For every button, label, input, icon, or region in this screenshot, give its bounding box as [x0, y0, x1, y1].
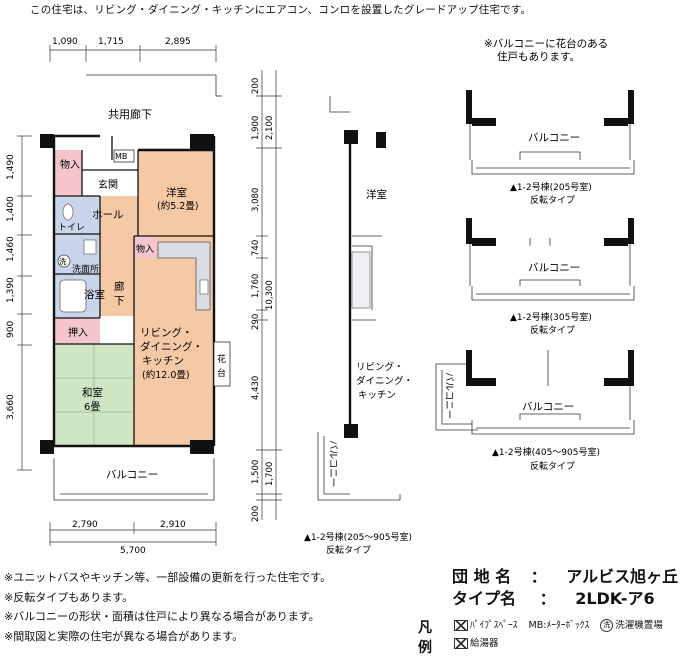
room-living-1: リビング・: [140, 326, 193, 339]
dim-right-9: 200: [251, 506, 261, 522]
type-name-label: タイプ名: [452, 589, 517, 608]
room-western: 洋室: [166, 186, 187, 199]
legend-row-1: ﾊﾟｲﾌﾟｽﾍﾟｰｽ MB:ﾒｰﾀｰﾎﾞｯｸｽ 洗洗濯機置場: [454, 617, 663, 632]
dim-right-col2-1: 2,100: [265, 116, 275, 140]
room-hallway-2: 下: [114, 295, 125, 307]
room-flower-1: 花: [217, 353, 226, 365]
note-4: ※間取図と実際の住宅が異なる場合があります。: [4, 629, 244, 643]
room-living-size: (約12.0畳): [142, 369, 190, 381]
variant-2-caption-1: ▲1-2号棟(305号室): [510, 311, 592, 323]
dim-left-4: 1,390: [6, 277, 16, 303]
room-western-size: (約5.2畳): [157, 200, 199, 212]
dim-right-8: 1,500: [251, 460, 261, 484]
legend-mb: MB:ﾒｰﾀｰﾎﾞｯｸｽ: [528, 620, 590, 631]
legend-wash: 洗濯機置場: [615, 620, 663, 631]
estate-name-sep: ：: [530, 567, 547, 586]
dim-right-6: 290: [251, 314, 261, 330]
room-storage-1: 物入: [60, 158, 80, 171]
section-caption-2: 反転タイプ: [326, 545, 371, 556]
room-washroom: 洗面所: [72, 263, 99, 275]
dim-right-5: 1,760: [251, 274, 261, 298]
room-japanese-size: 6畳: [84, 401, 100, 413]
variant-2-drawing: バルコニー ▲1-2号棟(305号室) 反転タイプ: [466, 218, 635, 336]
dim-top-1: 1,090: [52, 37, 78, 47]
pipe-space-icon: [454, 620, 468, 631]
variant-3-side: バルコニー: [443, 372, 454, 419]
balcony-note-2: 住戸もあります。: [497, 50, 580, 63]
variant-1-drawing: バルコニー ▲1-2号棟(205号室) 反転タイプ: [466, 90, 635, 206]
room-balcony: バルコニー: [106, 469, 158, 481]
dim-right-col2-2: 10,300: [265, 280, 275, 310]
room-toilet: トイレ: [58, 223, 85, 233]
dim-right-3: 3,080: [251, 188, 261, 212]
dim-right-col2-3: 1,700: [265, 462, 275, 486]
variant-1-balcony: バルコニー: [528, 132, 580, 144]
section-balcony: バルコニー: [327, 440, 338, 487]
room-closet: 押入: [68, 326, 88, 339]
section-living-1: リビング・: [356, 361, 404, 373]
notes: ※ユニットバスやキッチン等、一部設備の更新を行った住宅です。 ※反転タイプもあり…: [4, 568, 331, 646]
dim-left-5: 900: [6, 321, 16, 338]
variant-1-caption-1: ▲1-2号棟(205号室): [510, 181, 592, 193]
variant-2-caption-2: 反転タイプ: [530, 325, 575, 336]
dim-top-2: 1,715: [98, 37, 124, 47]
dim-bottom-2: 2,910: [160, 520, 186, 530]
type-name-row: タイプ名 ： 2LDK-ア6: [452, 588, 678, 610]
room-storage-2: 物入: [136, 243, 154, 255]
dim-top-3: 2,895: [165, 37, 191, 47]
legend-pipe: ﾊﾟｲﾌﾟｽﾍﾟｰｽ: [470, 620, 518, 631]
estate-name-value: アルビス旭ヶ丘: [566, 567, 679, 586]
type-name-value: 2LDK-ア6: [575, 589, 655, 608]
water-heater-icon: [454, 638, 468, 649]
dim-left-3: 1,460: [6, 236, 16, 262]
room-mb: MB: [115, 152, 127, 161]
type-name-sep: ：: [539, 589, 556, 608]
legend-row-2: 給湯器: [454, 635, 499, 649]
variant-3-caption-1: ▲1-2号棟(405～905号室): [492, 446, 600, 458]
section-caption-1: ▲1-2号棟(205～905号室): [304, 531, 412, 543]
variant-2-balcony: バルコニー: [528, 262, 580, 274]
headline: この住宅は、リビング・ダイニング・キッチンにエアコン、コンロを設置したグレードア…: [30, 4, 532, 16]
section-living-2: ダイニング・: [356, 375, 413, 387]
legend-title: 凡例: [418, 620, 432, 656]
variant-1-caption-2: 反転タイプ: [530, 195, 575, 206]
section-living-3: キッチン: [358, 390, 396, 401]
dim-left-6: 3,660: [6, 394, 16, 420]
room-hall: ホール: [92, 209, 124, 221]
balcony-note-1: ※バルコニーに花台のある: [484, 37, 608, 50]
estate-name-label: 団 地 名: [452, 567, 512, 586]
estate-name-row: 団 地 名 ： アルビス旭ヶ丘: [452, 566, 678, 588]
dim-bottom-total: 5,700: [120, 546, 146, 556]
room-hallway-1: 廊: [114, 280, 125, 293]
variant-3-drawing: バルコニー バルコニー ▲1-2号棟(405～905号室) 反転タイプ: [435, 350, 635, 472]
dim-bottom-1: 2,790: [72, 520, 98, 530]
dim-right-2: 1,900: [251, 116, 261, 140]
note-3: ※バルコニーの形状・面積は住戸により異なる場合があります。: [4, 610, 320, 623]
section-western: 洋室: [366, 188, 387, 201]
dim-left-1: 1,490: [6, 154, 16, 180]
dim-left-2: 1,400: [6, 196, 16, 222]
variant-3-balcony: バルコニー: [522, 401, 574, 413]
note-2: ※反転タイプもあります。: [4, 590, 134, 604]
room-corridor: 共用廊下: [108, 107, 152, 121]
dim-right-7: 4,430: [251, 376, 261, 400]
legend-heater: 給湯器: [470, 638, 499, 649]
room-living-3: キッチン: [142, 355, 184, 367]
dim-right-4: 740: [251, 240, 261, 256]
note-1: ※ユニットバスやキッチン等、一部設備の更新を行った住宅です。: [4, 571, 332, 584]
variant-3-caption-2: 反転タイプ: [530, 461, 575, 472]
dim-right-1: 200: [251, 78, 261, 94]
room-flower-2: 台: [217, 367, 226, 379]
room-entrance: 玄関: [98, 178, 118, 191]
room-wash-mark: 洗: [59, 256, 67, 266]
top-dimensions: [49, 45, 217, 62]
room-living-2: ダイニング・: [140, 340, 203, 353]
washer-icon: 洗: [600, 619, 614, 632]
room-japanese: 和室: [82, 386, 103, 399]
room-bath: 浴室: [84, 288, 105, 301]
estate-info: 団 地 名 ： アルビス旭ヶ丘 タイプ名 ： 2LDK-ア6: [452, 566, 678, 610]
